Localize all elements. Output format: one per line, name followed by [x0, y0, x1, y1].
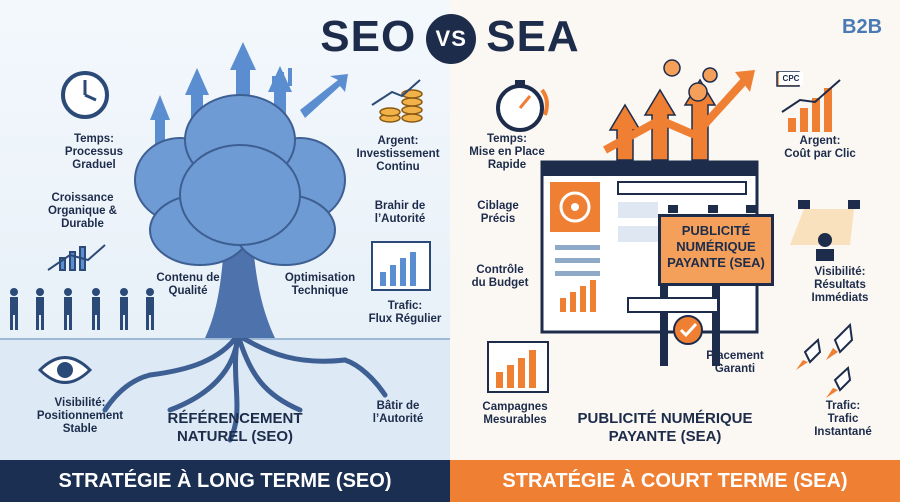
seo-technical-label: Optimisation Technique	[284, 272, 356, 297]
seo-main-label: RÉFÉRENCEMENT NATUREL (SEO)	[167, 410, 303, 445]
tree-canopy-icon	[134, 94, 346, 266]
seo-authority-label: Brahir de l’Autorité	[374, 200, 426, 225]
billboard-posts-icon	[627, 286, 720, 366]
seo-money-label: Argent: Investissement Continu	[356, 135, 440, 173]
tree-trunk-icon	[205, 230, 275, 338]
sea-banner: STRATÉGIE À COURT TERME (SEA)	[450, 460, 900, 502]
trend-arrow-icon	[603, 77, 748, 154]
campaign-chart-icon	[487, 341, 549, 393]
sea-time-label: Temps: Mise en Place Rapide	[469, 133, 545, 171]
spotlight-icon	[668, 200, 860, 213]
sea-placement-label: Placement Garanti	[706, 350, 764, 375]
tree-roots-icon	[102, 332, 388, 443]
rocket-icon	[803, 322, 854, 392]
seo-build-label: Bâtir de l’Autorité	[372, 400, 424, 425]
sea-campaigns-label: Campagnes Mesurables	[482, 401, 548, 426]
dollar-coins-icon	[663, 59, 718, 102]
sea-main-label: PUBLICITÉ NUMÉRIQUE PAYANTE (SEA)	[577, 410, 753, 445]
walking-people-icon	[10, 288, 154, 330]
clock-icon	[61, 71, 109, 119]
sea-traffic-label: Trafic: Trafic Instantané	[814, 400, 872, 438]
growth-chart-icon	[47, 244, 106, 271]
billboard-label: PUBLICITÉ NUMÉRIQUE PAYANTE (SEA)	[658, 214, 774, 286]
sea-targeting-label: Ciblage Précis	[477, 200, 519, 225]
spotlight-beam-icon	[790, 209, 854, 245]
seo-content-label: Contenu de Qualité	[156, 272, 220, 297]
sea-budget-label: Contrôle du Budget	[471, 264, 529, 289]
money-trend-icon	[371, 79, 421, 106]
sea-money-label: Argent: Coût par Clic	[784, 135, 856, 160]
rocket-flame-icon	[796, 348, 838, 398]
vs-badge: VS	[426, 14, 477, 65]
seo-visibility-label: Visibilité: Positionnement Stable	[36, 397, 124, 435]
seo-illustration	[10, 42, 431, 443]
top-chart-icon	[272, 68, 292, 86]
seo-growth-label: Croissance Organique & Durable	[47, 192, 117, 230]
cpc-tag: CPC	[779, 72, 803, 85]
sea-visibility-label: Visibilité: Résultats Immédiats	[811, 266, 869, 304]
title-sea: SEA	[486, 12, 580, 61]
person-icon	[816, 233, 834, 261]
title-seo: SEO	[320, 12, 417, 61]
seo-time-label: Temps: Processus Graduel	[64, 133, 124, 171]
seo-banner: STRATÉGIE À LONG TERME (SEO)	[0, 460, 450, 502]
traffic-chart-icon	[371, 241, 431, 291]
eye-icon	[37, 356, 93, 384]
b2b-tag: B2B	[842, 16, 883, 38]
trend-arrowhead-icon	[735, 70, 755, 92]
seo-traffic-label: Trafic: Flux Régulier	[368, 300, 442, 325]
stopwatch-icon	[496, 80, 549, 132]
placement-pin-icon	[673, 315, 703, 345]
